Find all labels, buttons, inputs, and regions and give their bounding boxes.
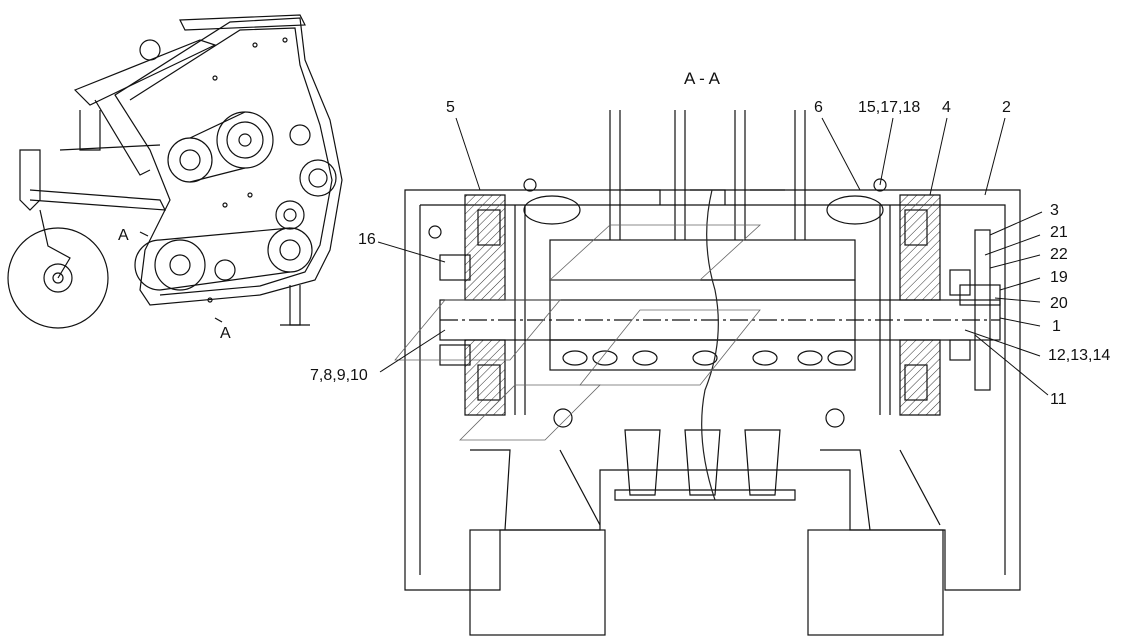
right-housing bbox=[899, 194, 941, 301]
callout-16: 16 bbox=[358, 231, 376, 248]
section-mark-upper: A bbox=[118, 227, 129, 244]
callout-19: 19 bbox=[1050, 269, 1068, 286]
leader-lines bbox=[377, 117, 1049, 396]
right-foot bbox=[807, 529, 944, 636]
sprocket-d bbox=[267, 227, 313, 273]
sprocket-a bbox=[216, 111, 274, 169]
callout-11: 11 bbox=[1050, 391, 1067, 408]
callout-3: 3 bbox=[1050, 202, 1059, 219]
callout-5: 5 bbox=[446, 99, 455, 116]
callout-15-17-18: 15,17,18 bbox=[858, 99, 921, 116]
callout-20: 20 bbox=[1050, 295, 1068, 312]
section-title: A - A bbox=[684, 69, 720, 88]
callout-6: 6 bbox=[814, 99, 823, 116]
callout-7-10: 7,8,9,10 bbox=[310, 367, 368, 384]
stand bbox=[289, 285, 301, 326]
left-foot bbox=[469, 529, 606, 636]
callout-22: 22 bbox=[1050, 246, 1068, 263]
ground-wheel bbox=[7, 227, 109, 329]
callout-4: 4 bbox=[942, 99, 951, 116]
drum bbox=[549, 239, 856, 281]
section-view bbox=[377, 110, 1049, 636]
callout-21: 21 bbox=[1050, 224, 1068, 241]
sprocket-e bbox=[154, 239, 206, 291]
housing bbox=[114, 17, 343, 306]
outer-frame bbox=[404, 189, 1021, 591]
sprocket-c bbox=[299, 159, 337, 197]
frame-tube bbox=[19, 149, 41, 211]
callout-1: 1 bbox=[1052, 318, 1061, 335]
callout-2: 2 bbox=[1002, 99, 1011, 116]
sprocket-b bbox=[167, 137, 213, 183]
section-mark-lower: A bbox=[220, 325, 231, 342]
left-housing bbox=[464, 194, 506, 301]
side-view bbox=[7, 14, 343, 329]
callout-12-13-14: 12,13,14 bbox=[1048, 347, 1111, 364]
